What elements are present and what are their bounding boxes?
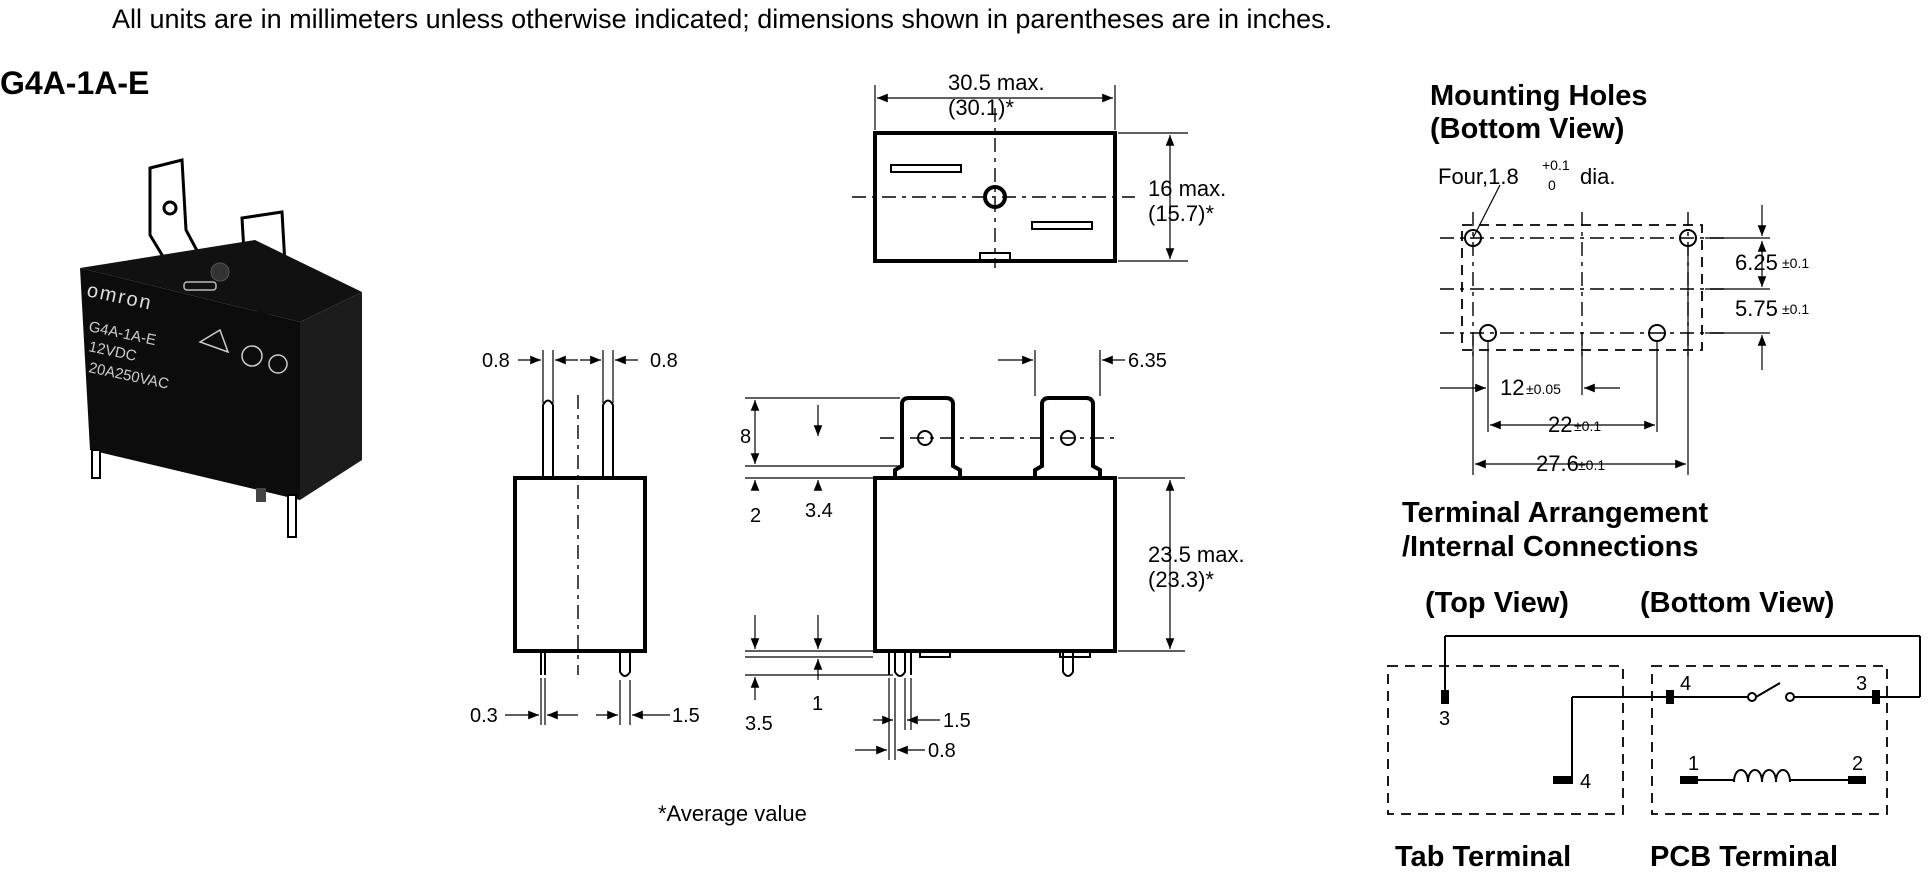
front-dim-35: 3.5 [745, 713, 773, 735]
front-view-drawing [745, 350, 1185, 760]
mounting-holes-drawing [1440, 184, 1770, 475]
side-dim-03: 0.3 [470, 705, 498, 727]
holes-tol-zero: 0 [1548, 177, 1556, 193]
top-view-label: (Top View) [1425, 587, 1569, 619]
front-dim-15: 1.5 [943, 710, 971, 732]
dim-12: 12 [1500, 375, 1524, 400]
top-depth-label: 16 max. [1148, 176, 1226, 201]
average-note: *Average value [658, 801, 807, 826]
dim-575-tol: ±0.1 [1782, 301, 1809, 317]
terminal-title: Terminal Arrangement [1402, 497, 1709, 529]
front-height-inch: (23.3)* [1148, 567, 1214, 592]
side-dim-08-left: 0.8 [482, 350, 510, 372]
top-width-inch: (30.1)* [948, 95, 1014, 120]
front-dim-34: 3.4 [805, 500, 833, 522]
pcb-term-2: 2 [1852, 753, 1863, 775]
mounting-title: Mounting Holes [1430, 80, 1647, 112]
dim-625-tol: ±0.1 [1782, 255, 1809, 271]
dim-22: 22 [1548, 412, 1572, 437]
mounting-subtitle: (Bottom View) [1430, 113, 1624, 145]
side-dim-15: 1.5 [672, 705, 700, 727]
top-view-drawing [852, 85, 1188, 268]
front-dim-8: 8 [740, 426, 751, 448]
top-width-label: 30.5 max. [948, 70, 1045, 95]
top-depth-inch: (15.7)* [1148, 201, 1214, 226]
front-dim-08: 0.8 [928, 740, 956, 762]
side-view-drawing [505, 350, 670, 725]
pcb-term-1: 1 [1688, 753, 1699, 775]
front-height-label: 23.5 max. [1148, 542, 1245, 567]
front-dim-2: 2 [750, 505, 761, 527]
model-title: G4A-1A-E [0, 65, 149, 101]
relay-photo: omron G4A-1A-E 12VDC 20A250VAC [80, 158, 362, 538]
dim-22-tol: ±0.1 [1574, 418, 1601, 434]
pcb-terminal-label: PCB Terminal [1650, 841, 1838, 873]
dim-575: 5.75 [1735, 296, 1778, 321]
tab-term-4: 4 [1580, 771, 1591, 793]
pcb-term-3: 3 [1856, 673, 1867, 695]
tab-terminal-label: Tab Terminal [1395, 841, 1571, 873]
dim-12-tol: ±0.05 [1526, 381, 1561, 397]
holes-dia: dia. [1580, 164, 1615, 189]
tab-term-3: 3 [1439, 708, 1450, 730]
front-dim-1: 1 [812, 693, 823, 715]
holes-tol-plus: +0.1 [1542, 157, 1570, 173]
holes-label: Four,1.8 [1438, 164, 1519, 189]
dim-625: 6.25 [1735, 250, 1778, 275]
units-note: All units are in millimeters unless othe… [112, 4, 1332, 34]
dim-276: 27.6 [1536, 451, 1579, 476]
front-dim-635: 6.35 [1128, 350, 1167, 372]
terminal-diagram [1387, 635, 1921, 815]
side-dim-08-right: 0.8 [650, 350, 678, 372]
terminal-subtitle: /Internal Connections [1402, 531, 1698, 563]
bottom-view-label: (Bottom View) [1640, 587, 1834, 619]
pcb-term-4: 4 [1680, 673, 1691, 695]
dim-276-tol: ±0.1 [1578, 457, 1605, 473]
